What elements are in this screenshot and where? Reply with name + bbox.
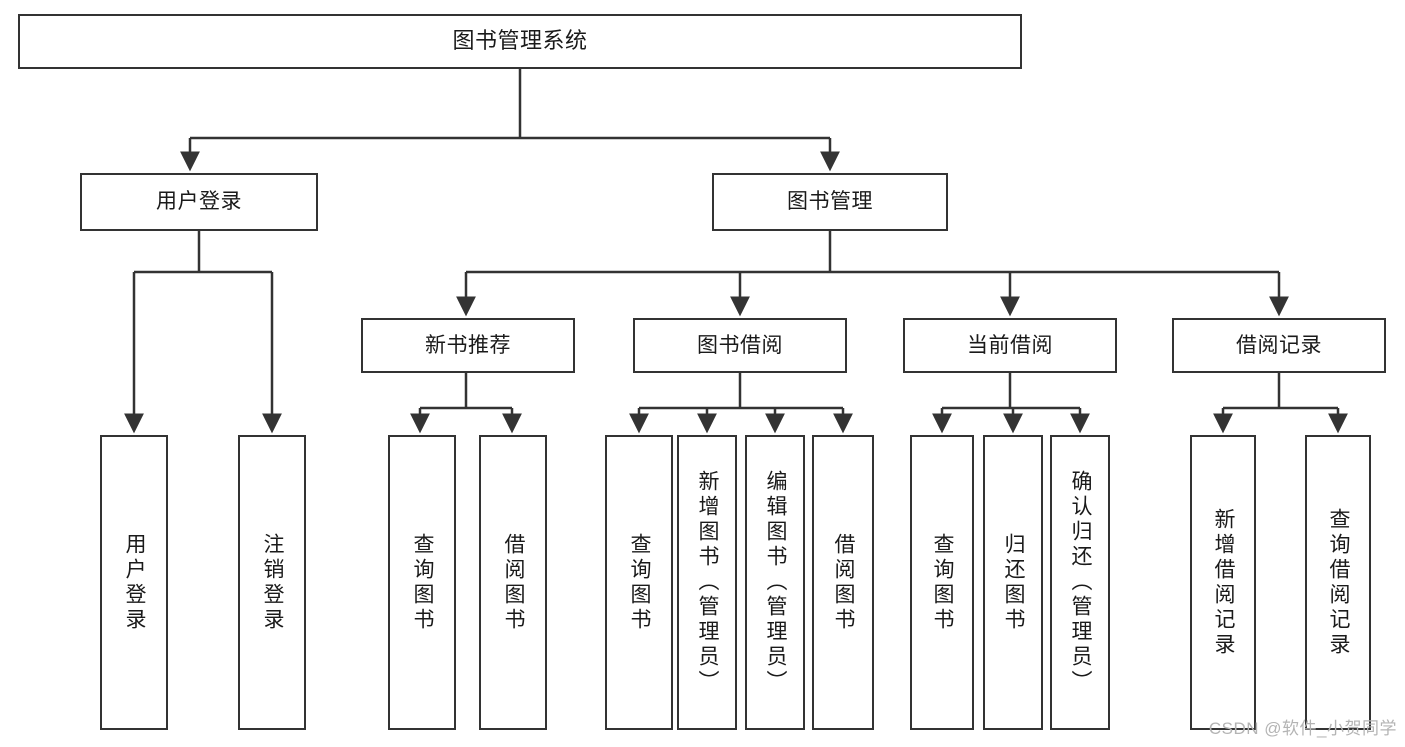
node-new-book-recommend-label: 新书推荐 (425, 333, 511, 357)
node-leaf-logout-label: 注销登录 (261, 532, 285, 633)
node-leaf-add-book[interactable]: 新增图书（管理员） (677, 435, 737, 730)
node-leaf-confirm-return-label: 确认归还（管理员） (1069, 470, 1093, 695)
node-leaf-add-borrow-record-label: 新增借阅记录 (1212, 507, 1236, 658)
node-leaf-query-book-current-label: 查询图书 (931, 532, 955, 633)
node-borrow-record-label: 借阅记录 (1236, 333, 1322, 357)
node-user-login-label: 用户登录 (156, 190, 242, 214)
node-user-login[interactable]: 用户登录 (80, 173, 318, 231)
node-leaf-query-book-borrow[interactable]: 查询图书 (605, 435, 673, 730)
node-leaf-borrow-book-recommend-label: 借阅图书 (502, 532, 526, 633)
node-new-book-recommend[interactable]: 新书推荐 (361, 318, 575, 373)
node-leaf-query-book-current[interactable]: 查询图书 (910, 435, 974, 730)
node-leaf-logout[interactable]: 注销登录 (238, 435, 306, 730)
node-leaf-query-book-recommend[interactable]: 查询图书 (388, 435, 456, 730)
node-book-management[interactable]: 图书管理 (712, 173, 948, 231)
csdn-watermark: CSDN @软件_小贺同学 (1208, 719, 1397, 738)
node-root[interactable]: 图书管理系统 (18, 14, 1022, 69)
node-leaf-query-borrow-record[interactable]: 查询借阅记录 (1305, 435, 1371, 730)
node-leaf-borrow-book-label: 借阅图书 (832, 532, 856, 633)
node-leaf-query-book-borrow-label: 查询图书 (628, 532, 652, 633)
node-book-borrow[interactable]: 图书借阅 (633, 318, 847, 373)
node-leaf-return-book-label: 归还图书 (1002, 532, 1026, 633)
node-leaf-return-book[interactable]: 归还图书 (983, 435, 1043, 730)
node-leaf-user-login-label: 用户登录 (123, 532, 147, 633)
node-leaf-borrow-book[interactable]: 借阅图书 (812, 435, 874, 730)
node-leaf-query-borrow-record-label: 查询借阅记录 (1327, 507, 1351, 658)
node-book-borrow-label: 图书借阅 (697, 333, 783, 357)
node-leaf-query-book-recommend-label: 查询图书 (411, 532, 435, 633)
node-leaf-add-borrow-record[interactable]: 新增借阅记录 (1190, 435, 1256, 730)
node-leaf-user-login[interactable]: 用户登录 (100, 435, 168, 730)
node-current-borrow[interactable]: 当前借阅 (903, 318, 1117, 373)
node-leaf-edit-book[interactable]: 编辑图书（管理员） (745, 435, 805, 730)
node-leaf-confirm-return[interactable]: 确认归还（管理员） (1050, 435, 1110, 730)
node-leaf-edit-book-label: 编辑图书（管理员） (764, 470, 788, 695)
node-borrow-record[interactable]: 借阅记录 (1172, 318, 1386, 373)
node-leaf-add-book-label: 新增图书（管理员） (696, 470, 720, 695)
node-book-management-label: 图书管理 (787, 190, 873, 214)
node-root-label: 图书管理系统 (452, 28, 588, 54)
node-leaf-borrow-book-recommend[interactable]: 借阅图书 (479, 435, 547, 730)
node-current-borrow-label: 当前借阅 (967, 333, 1053, 357)
